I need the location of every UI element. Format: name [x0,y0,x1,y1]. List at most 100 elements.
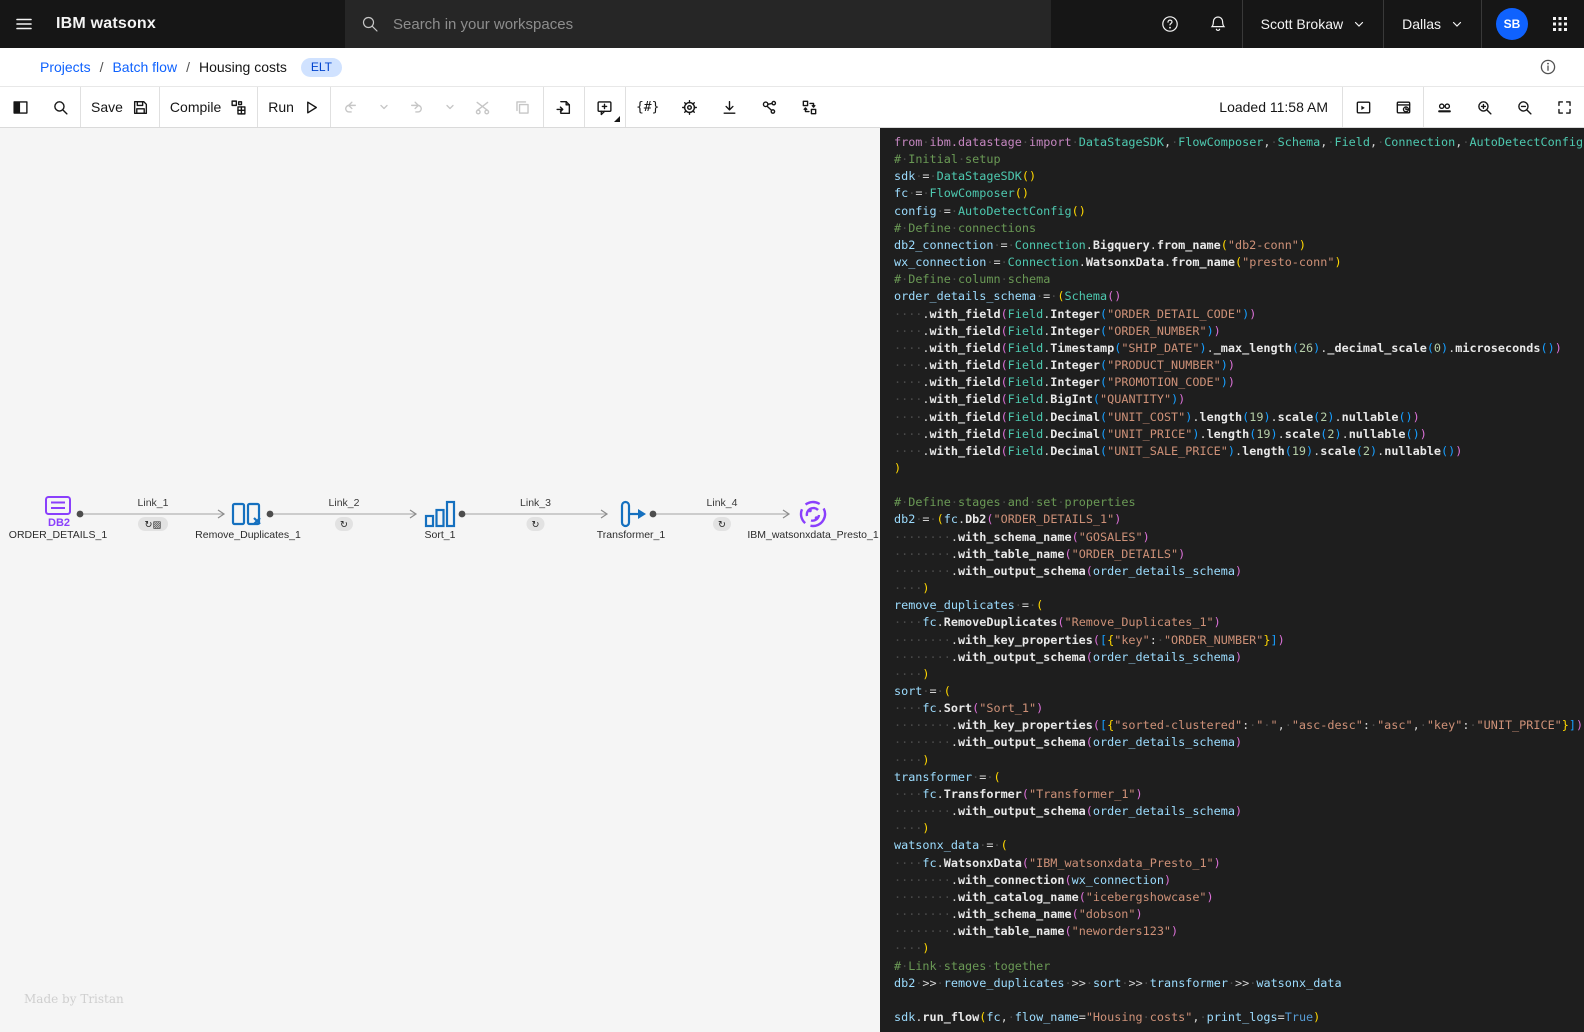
zoom-out-button[interactable] [1504,87,1544,127]
header-divider [1481,0,1482,48]
code-line: ········.with_schema_name("dobson") [894,907,1143,922]
pipeline-icon [802,100,817,114]
toolbar-divider [1423,87,1424,127]
settings-button[interactable] [669,87,709,127]
load-status: Loaded 11:58 AM [1219,99,1328,115]
zoom-out-icon [1517,100,1532,115]
save-button[interactable]: Save [81,87,159,127]
sync-icon: ↻ [718,520,726,531]
user-menu[interactable]: Scott Brokaw [1243,0,1383,48]
code-line: ····fc.RemoveDuplicates("Remove_Duplicat… [894,615,1221,630]
code-line: ····fc.Transformer("Transformer_1") [894,786,1143,801]
fit-to-screen-icon [1557,100,1571,114]
code-line: ····) [894,941,930,956]
run-icon [307,100,317,114]
code-line: ········.with_connection(wx_connection) [894,872,1172,887]
flow-node-ORDER_DETAILS_1[interactable]: DB2 [45,496,71,529]
console-button[interactable] [1343,87,1383,127]
breadcrumb-item[interactable]: Batch flow [112,59,178,75]
avatar[interactable]: SB [1496,8,1528,40]
info-button[interactable] [1528,47,1568,87]
menu-icon [16,18,32,30]
code-line: order_details_schema·=·(Schema() [894,289,1122,304]
notifications-button[interactable] [1194,0,1242,48]
code-line: ····.with_field(Field.Integer("PROMOTION… [894,375,1235,390]
import-button[interactable] [544,87,584,127]
run-history-button[interactable] [1383,87,1423,127]
app-header: IBM watsonx Search in your workspaces Sc… [0,0,1584,48]
undo-menu-button[interactable] [371,87,397,127]
undo-button[interactable] [331,87,371,127]
help-button[interactable] [1146,0,1194,48]
flow-node-Sort_1[interactable] [424,500,456,528]
code-line: db2_connection·=·Connection.Bigquery.fro… [894,237,1307,252]
flow-node-Transformer_1[interactable] [620,500,646,528]
app-switcher-icon [1553,17,1567,31]
toolbar-divider [329,87,331,127]
code-line: fc·=·FlowComposer() [894,186,1029,201]
chevron-down-icon [1354,21,1364,27]
fit-to-screen-button[interactable] [1544,87,1584,127]
code-line: db2·=·(fc.Db2("ORDER_DETAILS_1") [894,512,1122,527]
download-button[interactable] [709,87,749,127]
menu-button[interactable] [0,0,48,48]
fit-rows-button[interactable] [1424,87,1464,127]
code-line: sort·=·( [894,684,951,698]
code-line: from·ibm.datastage·import·DataStageSDK,·… [894,135,1584,149]
flow-node-Remove_Duplicates_1[interactable] [231,502,261,526]
code-line: #·Define·connections [894,220,1037,235]
user-name: Scott Brokaw [1260,16,1344,32]
region-name: Dallas [1402,16,1441,32]
node-label: Remove_Duplicates_1 [195,529,301,541]
redo-button[interactable] [397,87,437,127]
flow-node-IBM_watsonxdata_Presto_1[interactable] [797,498,830,531]
search-palette-button[interactable] [40,87,80,127]
comment-icon [597,100,613,115]
app-switcher-button[interactable] [1536,0,1584,48]
notifications-icon [1210,16,1225,31]
console-icon [1356,100,1370,114]
breadcrumb-item[interactable]: Projects [40,59,91,75]
code-line: ····) [894,666,930,681]
compile-button[interactable]: Compile [160,87,257,127]
breadcrumb-separator: / [186,59,190,75]
save-label: Save [91,99,123,115]
undo-icon [345,100,357,113]
code-line: #·Link·stages·together [894,958,1051,973]
copy-button[interactable] [503,87,543,127]
code-line: ········.with_key_properties([{"sorted-c… [894,718,1584,733]
redo-menu-button[interactable] [437,87,463,127]
share-button[interactable] [749,87,789,127]
info-icon [1540,59,1556,75]
code-line: sdk.run_flow(fc,·flow_name="Housing·cost… [894,1009,1321,1024]
node-label: Transformer_1 [597,529,666,541]
global-search[interactable]: Search in your workspaces [345,0,1051,48]
node-label: ORDER_DETAILS_1 [9,529,108,541]
zoom-in-button[interactable] [1464,87,1504,127]
code-line: ····) [894,752,930,767]
code-line: ····.with_field(Field.Decimal("UNIT_PRIC… [894,426,1427,441]
code-line: ········.with_table_name("ORDER_DETAILS"… [894,546,1186,561]
side-panel-toggle-button[interactable] [0,87,40,127]
breadcrumb-item: Housing costs [198,59,287,75]
parameters-button[interactable]: {#} [626,87,669,127]
search-icon [53,100,68,115]
code-line: ········.with_output_schema(order_detail… [894,804,1243,819]
code-line: ········.with_key_properties([{"key":·"O… [894,632,1285,647]
compile-icon [231,99,246,115]
code-line: #·Initial·setup [894,152,1001,167]
flow-toolbar: Save Compile Run {#} [0,87,1584,128]
svg-text:Link_3: Link_3 [520,497,551,509]
code-editor[interactable]: from·ibm.datastage·import·DataStageSDK,·… [880,128,1584,1032]
code-line: ····.with_field(Field.Integer("ORDER_NUM… [894,323,1221,338]
comment-button[interactable] [585,87,625,127]
cut-button[interactable] [463,87,503,127]
code-line: #·Define·column·schema [894,272,1051,287]
toolbar-divider [542,87,544,127]
region-menu[interactable]: Dallas [1384,0,1481,48]
fit-rows-icon [1437,102,1451,112]
run-button[interactable]: Run [258,87,330,127]
pipeline-button[interactable] [789,87,829,127]
code-line: config·=·AutoDetectConfig() [894,203,1086,218]
